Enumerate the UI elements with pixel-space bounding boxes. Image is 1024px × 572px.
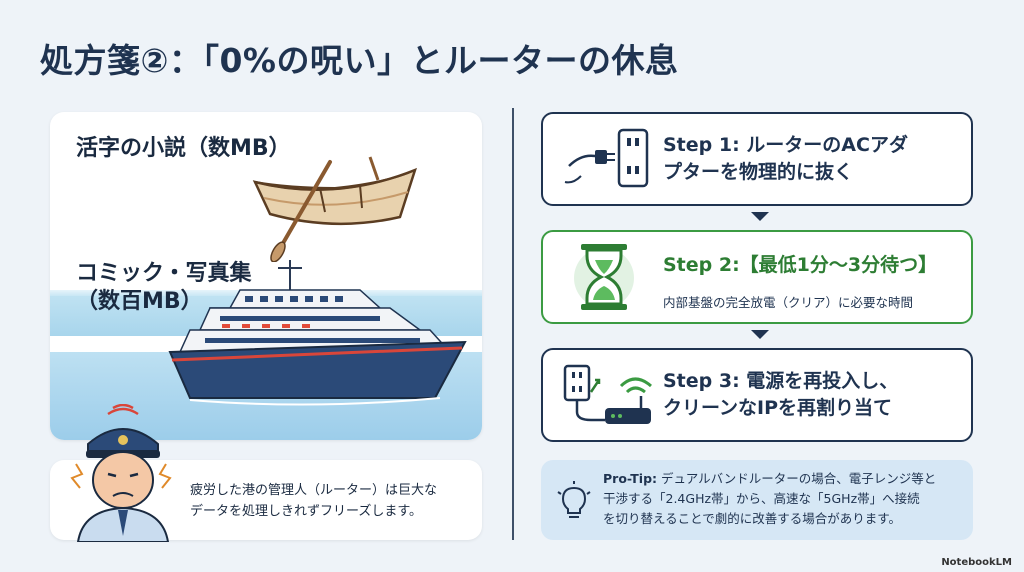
step-2-subtitle: 内部基盤の完全放電（クリア）に必要な時間 <box>663 295 914 310</box>
rowboat-icon <box>252 156 417 262</box>
novel-label: 活字の小説（数MB） <box>76 136 291 161</box>
comic-label: コミック・写真集 （数百MB） <box>76 260 252 316</box>
pro-tip-text: Pro-Tip: デュアルバンドルーターの場合、電子レンジ等と 干渉する「2.4… <box>603 469 967 529</box>
step-1-title-line1: Step 1: ルーターのACアダ <box>663 134 908 156</box>
pro-tip-box: Pro-Tip: デュアルバンドルーターの場合、電子レンジ等と 干渉する「2.4… <box>541 460 973 540</box>
hourglass-icon <box>574 244 634 310</box>
router-wifi-icon <box>563 364 652 424</box>
column-divider <box>512 108 514 540</box>
comic-label-line2: （数百MB） <box>76 289 203 314</box>
step-2-card: Step 2:【最低1分〜3分待つ】 内部基盤の完全放電（クリア）に必要な時間 <box>541 230 973 324</box>
note-line-2: データを処理しきれずフリーズします。 <box>190 504 423 519</box>
step-3-title-line2: クリーンなIPを再割り当て <box>663 397 893 419</box>
step-3-card: Step 3: 電源を再投入し、 クリーンなIPを再割り当て <box>541 348 973 442</box>
comparison-card: 活字の小説（数MB） コミック・写真集 （数百MB） <box>50 112 482 440</box>
slide-title: 処方箋②：「0%の呪い」とルーターの休息 <box>40 41 679 80</box>
lightbulb-icon <box>557 481 591 518</box>
step-1-title: Step 1: ルーターのACアダ プターを物理的に抜く <box>663 132 908 186</box>
step-1-title-line2: プターを物理的に抜く <box>663 161 854 183</box>
tired-harbor-master-icon <box>70 404 172 542</box>
pro-tip-line-3: を切り替えることで劇的に改善する場合があります。 <box>603 511 902 526</box>
note-text: 疲労した港の管理人（ルーター）は巨大な データを処理しきれずフリーズします。 <box>190 480 480 522</box>
note-line-1: 疲労した港の管理人（ルーター）は巨大な <box>190 483 438 498</box>
brand-watermark: NotebookLM <box>941 557 1012 568</box>
pro-tip-line-2: 干渉する「2.4GHz帯」から、高速な「5GHz帯」へ接続 <box>603 491 920 506</box>
step-arrow-2 <box>751 330 769 339</box>
pro-tip-line-1-text: デュアルバンドルーターの場合、電子レンジ等と <box>661 471 937 486</box>
step-3-title: Step 3: 電源を再投入し、 クリーンなIPを再割り当て <box>663 368 898 422</box>
step-3-title-line1: Step 3: 電源を再投入し、 <box>663 370 899 392</box>
step-1-card: Step 1: ルーターのACアダ プターを物理的に抜く <box>541 112 973 206</box>
pro-tip-line-1: Pro-Tip: デュアルバンドルーターの場合、電子レンジ等と <box>603 469 967 489</box>
comic-label-line1: コミック・写真集 <box>76 261 252 286</box>
step-2-title: Step 2:【最低1分〜3分待つ】 <box>663 254 938 276</box>
step-arrow-1 <box>751 212 769 221</box>
unplug-icon <box>564 128 649 188</box>
cruise-ship-icon <box>168 260 467 406</box>
pro-tip-label: Pro-Tip: <box>603 471 658 486</box>
